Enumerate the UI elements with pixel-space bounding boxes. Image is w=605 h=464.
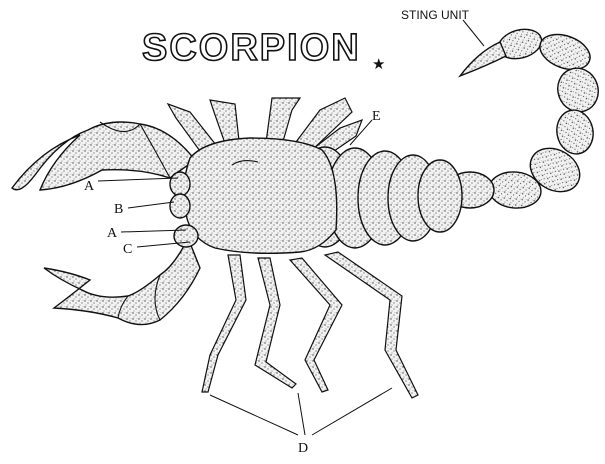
- lower-legs: [202, 252, 418, 398]
- page-title: SCORPION: [142, 27, 361, 69]
- tail: [446, 25, 604, 210]
- label-b: B: [114, 202, 123, 217]
- label-d: D: [298, 441, 308, 456]
- cephalothorax: [184, 138, 337, 253]
- label-e: E: [372, 109, 381, 124]
- sting: [460, 42, 506, 76]
- label-a-upper: A: [84, 179, 95, 194]
- upper-claw: [12, 122, 195, 190]
- sting-unit-label: STING UNIT: [401, 8, 470, 22]
- lower-claw: [44, 238, 200, 325]
- label-c: C: [123, 242, 132, 257]
- label-a-lower: A: [107, 226, 118, 241]
- star-icon: ★: [372, 55, 385, 73]
